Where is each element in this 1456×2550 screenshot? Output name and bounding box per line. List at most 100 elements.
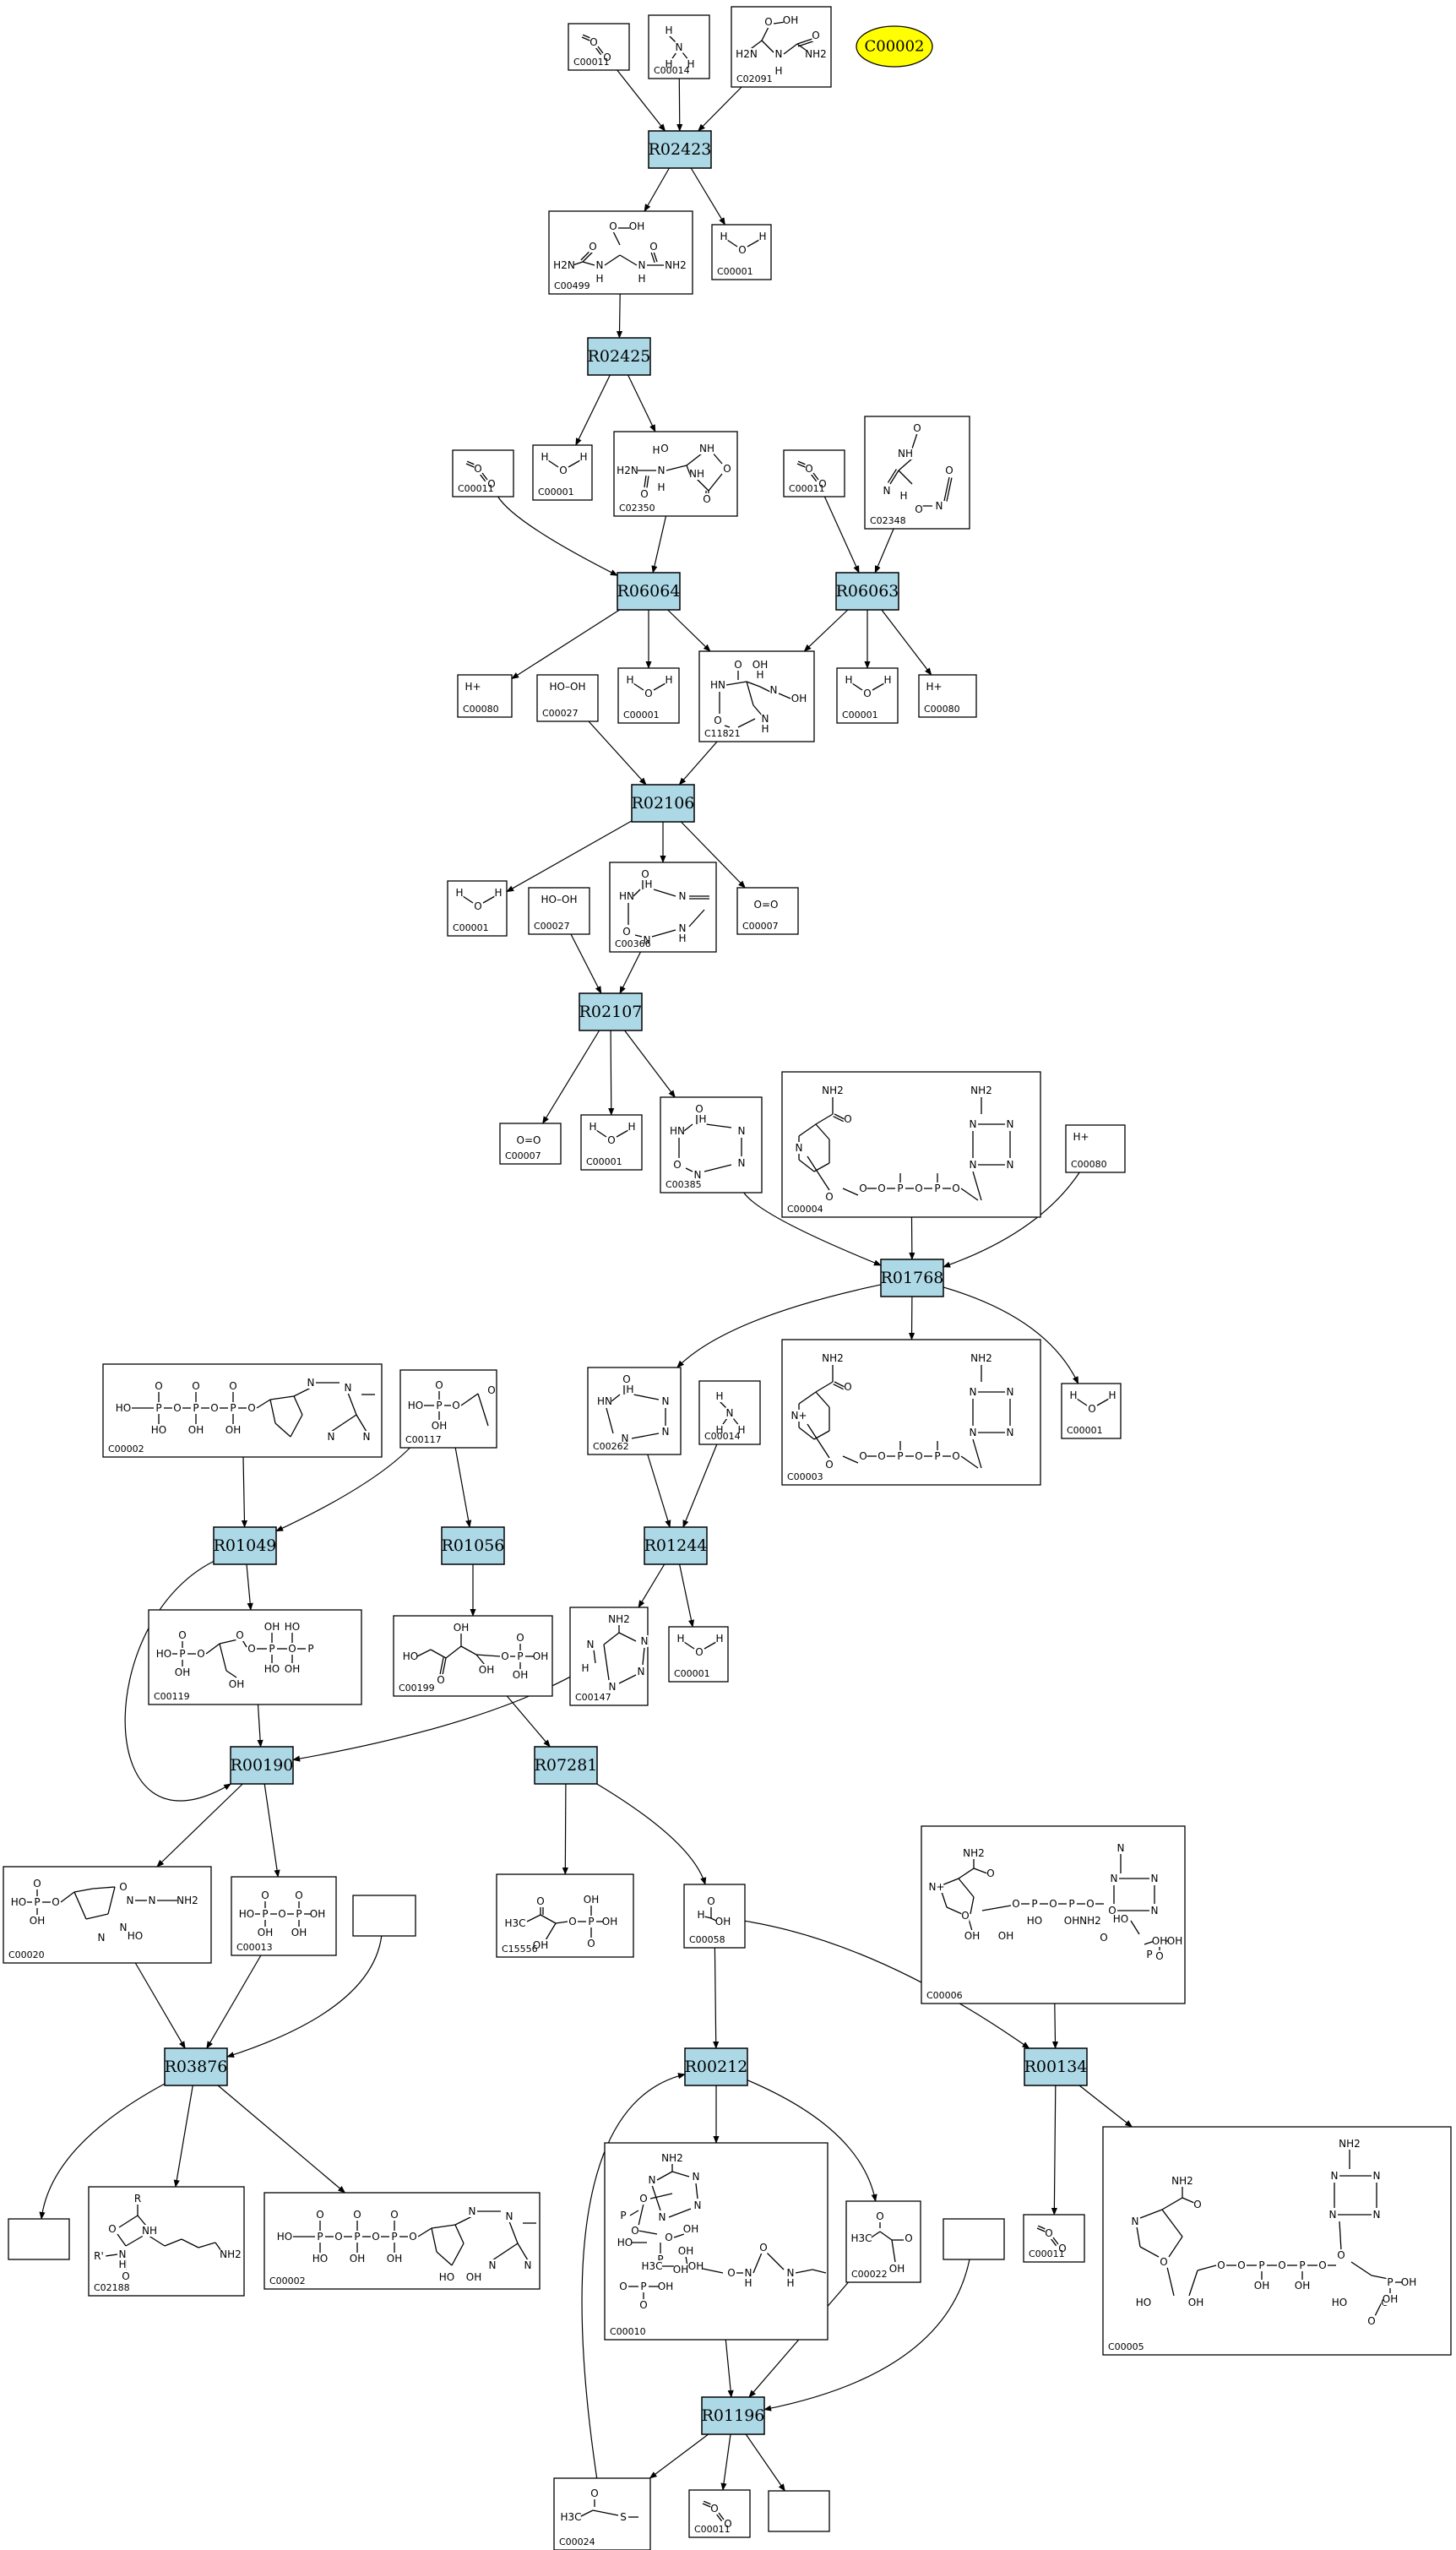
atom-background	[173, 1402, 182, 1414]
compound-node[interactable]: H+C00080	[918, 674, 977, 718]
reaction-node[interactable]: R03876	[164, 2047, 228, 2086]
reaction-node[interactable]: R02106	[631, 784, 695, 823]
reaction-node[interactable]: R01768	[880, 1259, 944, 1297]
reaction-node[interactable]: R00134	[1024, 2047, 1088, 2086]
atom-background	[589, 1121, 597, 1133]
atom-label: O	[501, 1650, 508, 1662]
atom-background	[703, 493, 711, 505]
bond-line	[683, 1641, 695, 1650]
reaction-node[interactable]: R00212	[684, 2047, 748, 2086]
empty-compound-node[interactable]	[352, 1895, 416, 1937]
reaction-edge	[803, 609, 849, 652]
reaction-node[interactable]: R01244	[644, 1526, 708, 1565]
atom-background	[586, 1639, 595, 1650]
bond-line	[118, 2215, 139, 2228]
reaction-node[interactable]: R06064	[617, 572, 681, 611]
compound-id: C00001	[717, 266, 753, 277]
atom-label: O	[812, 30, 819, 41]
bond-line	[545, 1922, 557, 1941]
empty-compound-node[interactable]	[8, 2218, 70, 2260]
bond-line	[737, 718, 756, 728]
atom-background	[715, 1633, 724, 1645]
atom-background	[737, 1125, 746, 1137]
atom-label: OH	[1064, 1915, 1079, 1927]
atom-label: O	[173, 1402, 181, 1414]
compound-node[interactable]: NH2ONOOOPOPOHOOHOHOHNH2NNNNOHOOPOHOHOC00…	[1102, 2126, 1452, 2356]
reaction-node[interactable]: R01196	[701, 2396, 765, 2435]
atom-label: P	[354, 2231, 360, 2243]
reaction-node[interactable]: R06063	[835, 572, 899, 611]
bond-line	[612, 231, 621, 246]
bond-line	[633, 682, 644, 691]
atom-label: OH	[454, 1622, 469, 1634]
target-compound-ellipse	[856, 25, 933, 68]
atom-label: O	[229, 1380, 236, 1392]
bond-line	[629, 2210, 639, 2216]
reaction-id: R01768	[881, 1269, 944, 1287]
compound-id: C00011	[573, 57, 610, 68]
reaction-node[interactable]: R01049	[213, 1526, 277, 1565]
reaction-node[interactable]: R02425	[587, 337, 651, 376]
compound-node[interactable]: H+C00080	[1065, 1124, 1126, 1173]
reaction-edge	[943, 1172, 1080, 1268]
reaction-node[interactable]: R07281	[534, 1746, 598, 1785]
reaction-node[interactable]: R02423	[648, 130, 712, 169]
reaction-edge	[570, 933, 602, 994]
compound-id: C00147	[575, 1692, 611, 1703]
reaction-node[interactable]: R01056	[441, 1526, 505, 1565]
empty-compound-node[interactable]	[768, 2490, 830, 2532]
reaction-node[interactable]: R00190	[230, 1746, 294, 1785]
empty-compound-node[interactable]	[943, 2218, 1005, 2260]
reaction-node[interactable]: R02107	[579, 992, 643, 1031]
compound-node[interactable]: H+C00080	[457, 674, 513, 718]
reaction-edge	[263, 1783, 280, 1878]
structure-drawing: HOH	[626, 674, 673, 699]
target-compound[interactable]: C00002	[856, 25, 933, 68]
atom-background	[715, 1390, 724, 1402]
